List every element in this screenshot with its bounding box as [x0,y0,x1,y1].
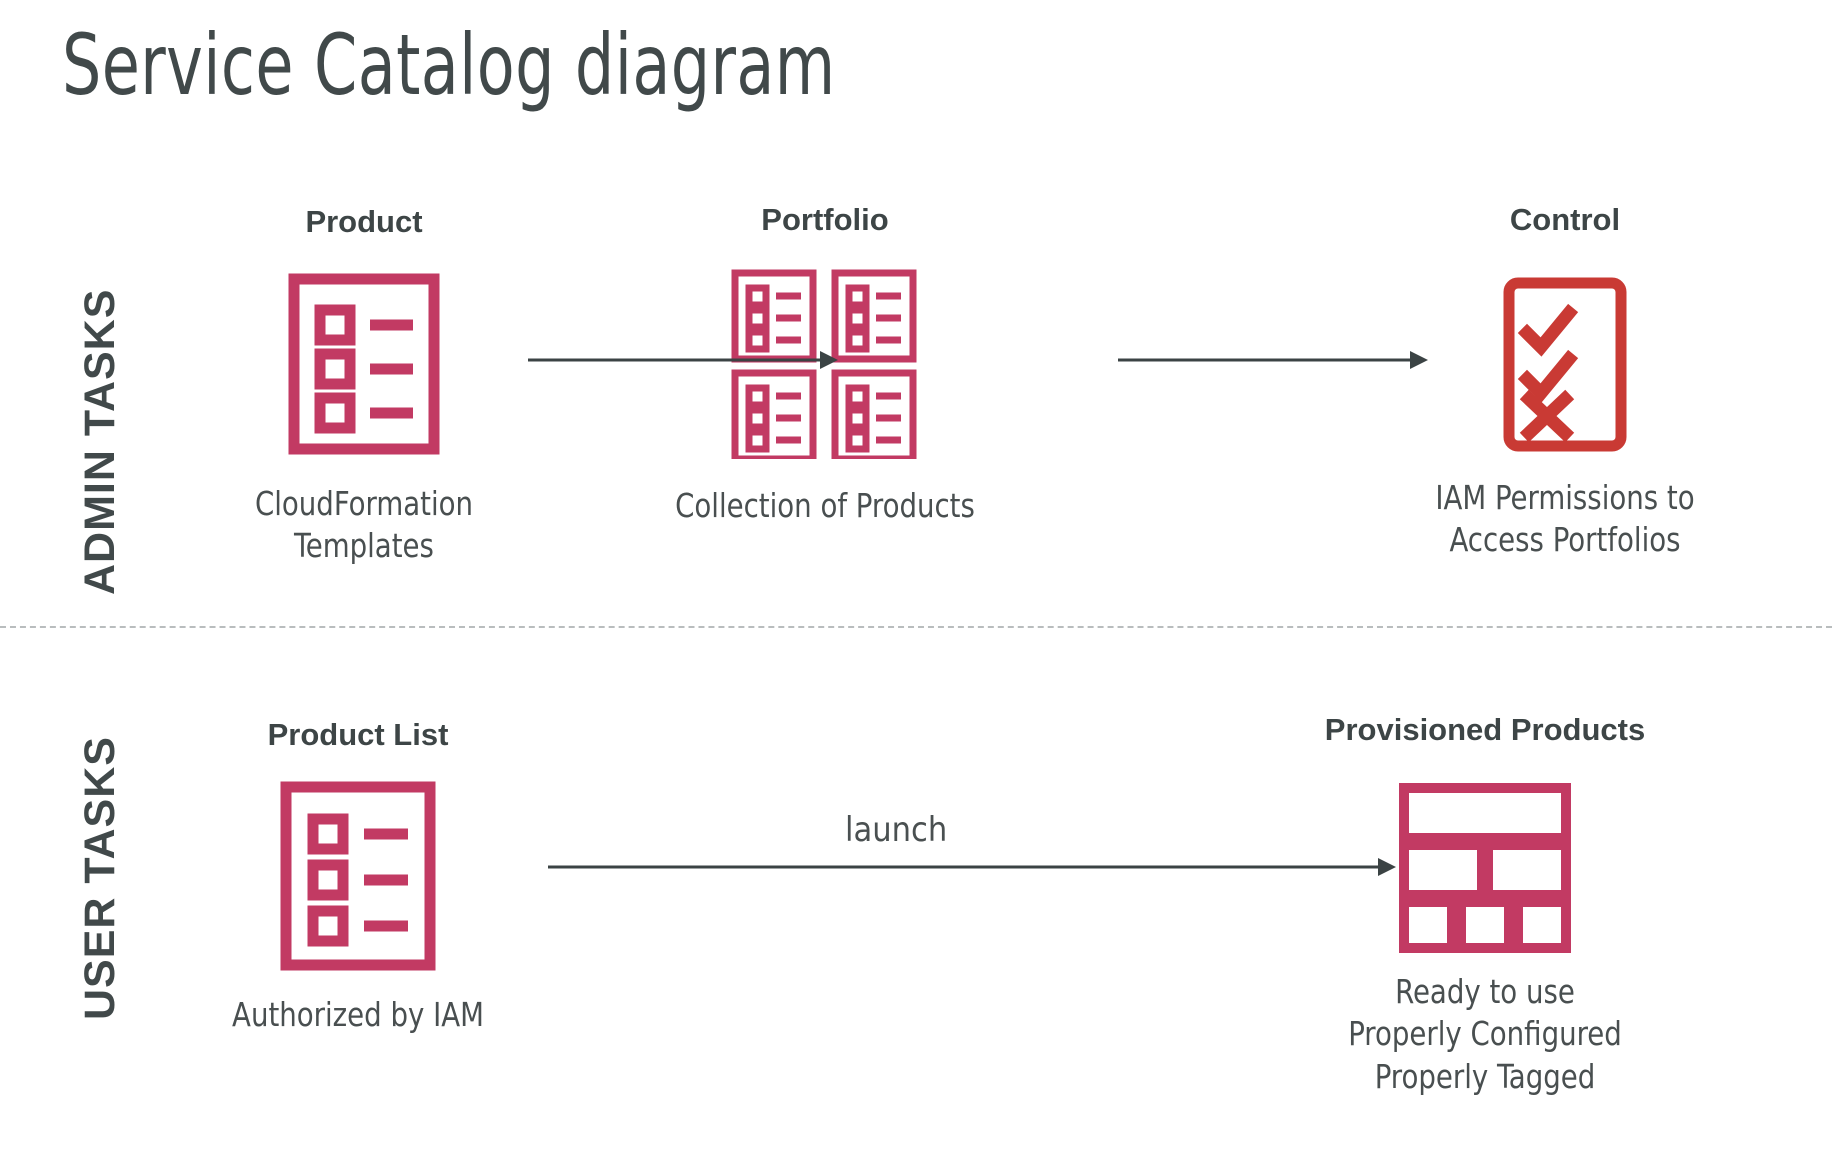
node-product-caption: CloudFormation Templates [254,484,474,566]
arrow-product-list-to-provisioned [548,855,1396,884]
arrow-label-launch: launch [845,810,948,850]
checkmarks-cross-document-icon [1380,259,1750,469]
checklist-document-grid-icon [645,259,1005,469]
node-portfolio-title: Portfolio [761,202,889,237]
arrow-portfolio-to-control [1118,348,1428,377]
bento-grid-icon [1270,779,1700,957]
node-provisioned-products-title: Provisioned Products [1324,712,1646,747]
node-portfolio-caption: Collection of Products [675,486,975,526]
swimlane-label-admin-tasks: ADMIN TASKS [76,288,124,595]
node-control-title: Control [1509,202,1621,237]
node-product-list[interactable]: Product List Authorized by IAM [178,717,538,1036]
node-control[interactable]: Control IAM Permissions to Access Portfo… [1380,202,1750,562]
checklist-document-icon [184,259,544,469]
swimlane-label-user-tasks: USER TASKS [76,736,124,1020]
checklist-document-icon [178,772,538,980]
node-product[interactable]: Product CloudFormation Templates [184,204,544,568]
arrow-product-to-portfolio [528,348,838,377]
node-product-list-caption: Authorized by IAM [232,995,484,1035]
node-product-list-title: Product List [267,717,449,752]
node-product-title: Product [305,204,423,239]
swimlane-divider [0,626,1832,628]
node-provisioned-products[interactable]: Provisioned Products Ready to use Proper… [1270,712,1700,1098]
node-portfolio[interactable]: Portfolio [645,202,1005,527]
page-title: Service Catalog diagram [62,16,836,114]
node-control-caption: IAM Permissions to Access Portfolios [1435,478,1695,560]
node-provisioned-products-caption: Ready to use Properly Configured Properl… [1348,972,1622,1096]
